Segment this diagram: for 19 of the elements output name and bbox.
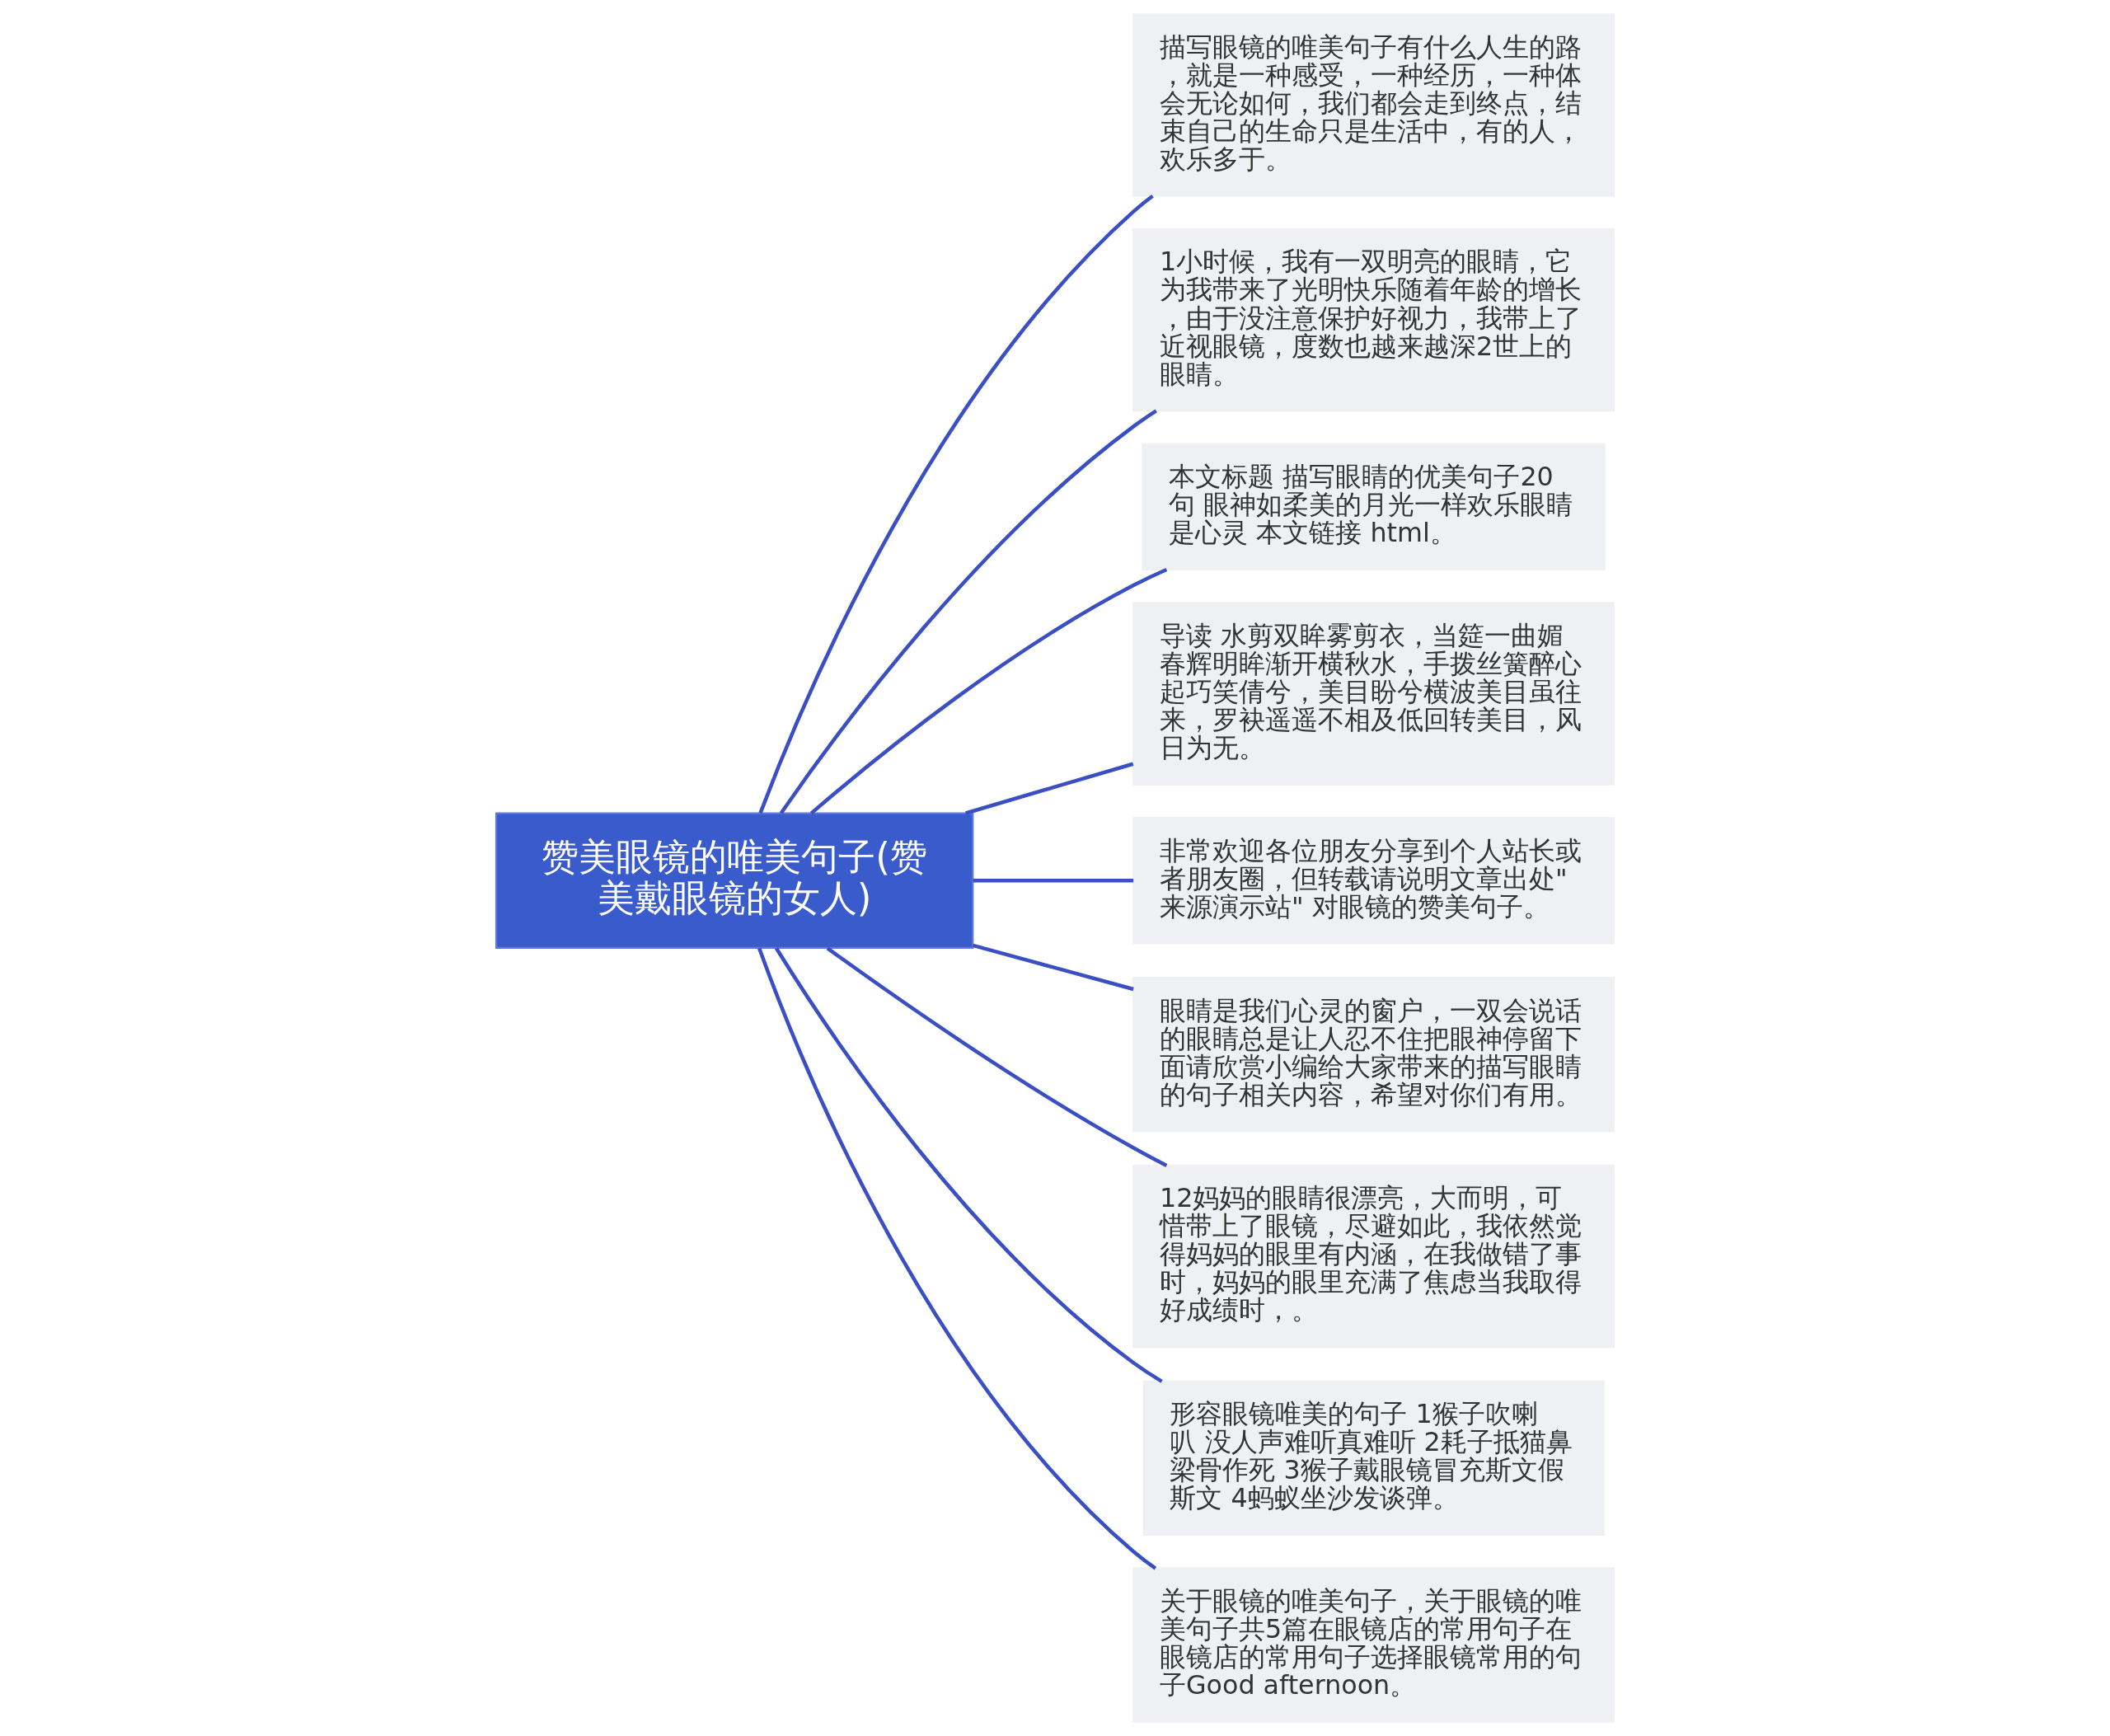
connector <box>774 947 1163 1383</box>
node-box: 赞美眼镜的唯美句子(赞美戴眼镜的女人) <box>495 812 974 950</box>
connector <box>809 567 1168 815</box>
node-box: 关于眼镜的唯美句子，关于眼镜的唯美句子共5篇在眼镜店的常用句子在眼镜店的常用句子选择眼镜常用的句子Good afternoon。 <box>1132 1567 1615 1723</box>
connector <box>757 947 1157 1570</box>
node-box: 非常欢迎各位朋友分享到个人站长或者朋友圈，但转载请说明文章出处"来源演示站" 对眼镜的赞美句子。 <box>1132 817 1615 945</box>
node-box: 眼睛是我们心灵的窗户，一双会说话的眼睛总是让人忍不住把眼神停留下面请欣赏小编给大家带来的描写眼睛的句子相关内容，希望对你们有用。 <box>1132 977 1615 1133</box>
connector <box>965 762 1134 815</box>
node-box: 形容眼镜唯美的句子 1猴子吹喇叭 没人声难听真难听 2耗子抵猫鼻梁骨作死 3猴子戴眼镜冒充斯文假斯文 4蚂蚁坐沙发谈弹。 <box>1142 1380 1605 1536</box>
connector <box>973 879 1134 883</box>
connector <box>972 943 1134 992</box>
node-box: 描写眼镜的唯美句子有什么人生的路，就是一种感受，一种经历，一种体会无论如何，我们都会走到终点，结束自己的生命只是生活中，有的人，欢乐多于。 <box>1132 13 1615 197</box>
node-box: 12妈妈的眼睛很漂亮，大而明，可惜带上了眼镜，尽避如此，我依然觉得妈妈的眼里有内涵，在我做错了事时，妈妈的眼里充满了焦虑当我取得好成绩时，。 <box>1132 1164 1615 1349</box>
node-box: 导读 水剪双眸雾剪衣，当筵一曲媚春辉明眸渐开横秋水，手拨丝簧醉心起巧笑倩兮，美目盼兮横波美目虽往来，罗袂遥遥不相及低回转美目，风日为无。 <box>1132 602 1615 786</box>
connector <box>826 946 1168 1168</box>
node-box: 本文标题 描写眼睛的优美句子20句 眼神如柔美的月光一样欢乐眼睛是心灵 本文链接 html。 <box>1142 443 1606 570</box>
node-box: 1小时候，我有一双明亮的眼睛，它为我带来了光明快乐随着年龄的增长，由于没注意保护好视力，我带上了近视眼镜，度数也越来越深2世上的眼睛。 <box>1132 228 1615 412</box>
connector <box>758 194 1154 814</box>
connector <box>779 409 1158 814</box>
